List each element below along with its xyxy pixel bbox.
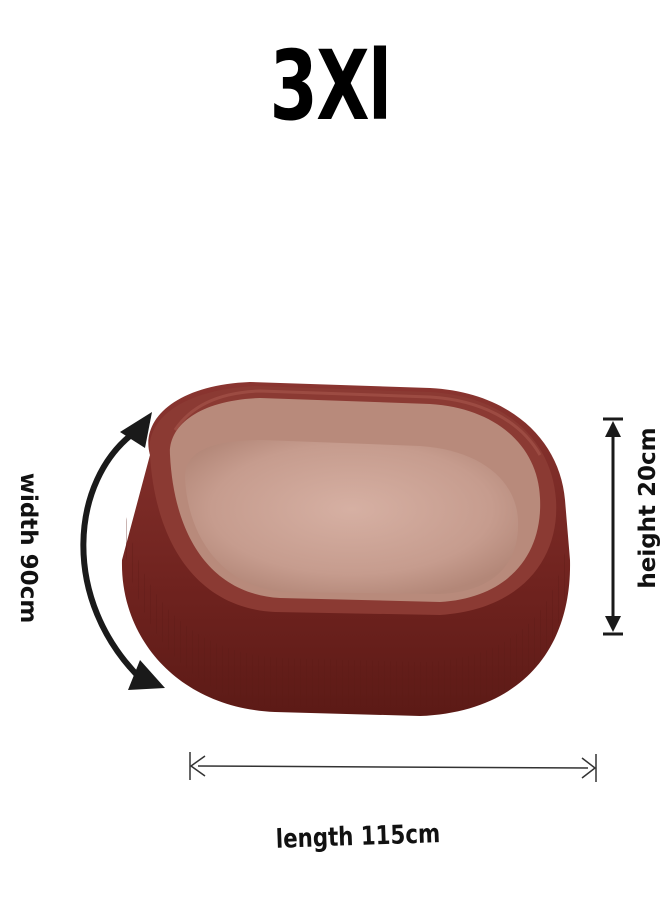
size-title: 3Xl	[269, 30, 392, 142]
vertical-double-arrow-icon	[603, 417, 623, 636]
horizontal-double-arrow-icon	[189, 752, 597, 782]
length-label: length 115cm	[275, 819, 441, 855]
width-label: width 90cm	[15, 472, 41, 624]
curved-double-arrow-icon	[80, 412, 165, 690]
pet-bed-image	[121, 382, 571, 716]
height-label: height 20cm	[635, 427, 660, 589]
